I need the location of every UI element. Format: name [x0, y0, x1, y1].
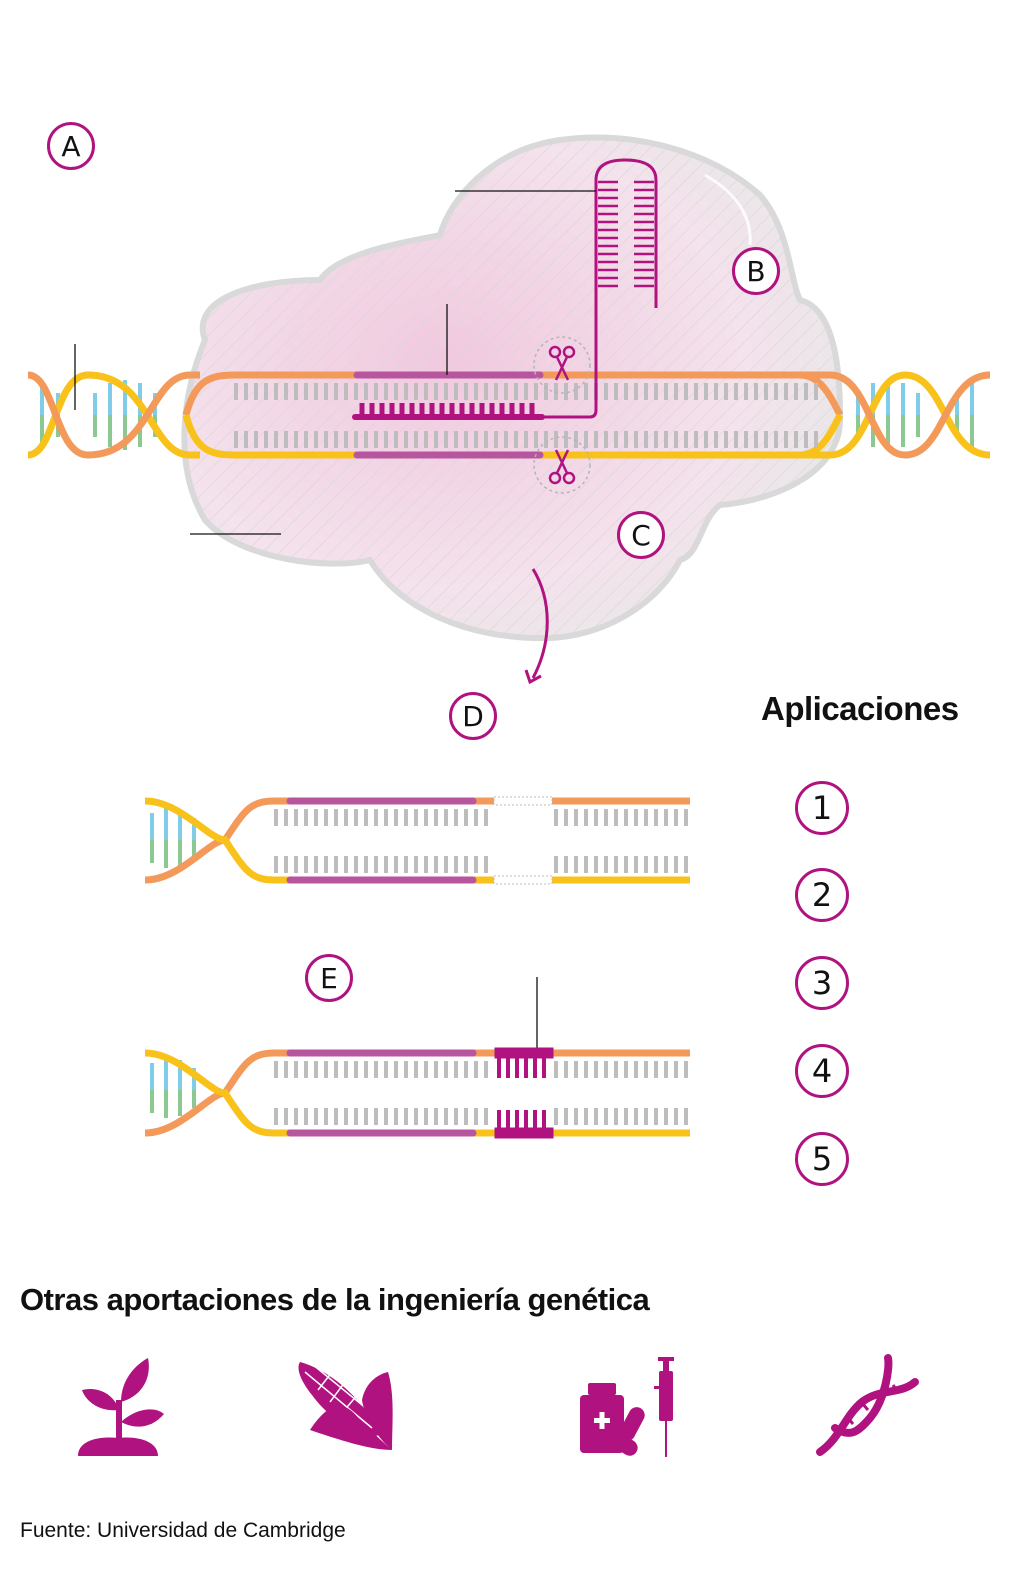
inserted-sequence: [494, 1127, 554, 1139]
label-c: C: [617, 511, 665, 559]
leader-lines: [74, 190, 596, 1052]
label-d: D: [449, 692, 497, 740]
other-contributions-title: Otras aportaciones de la ingeniería gené…: [20, 1282, 650, 1317]
cas9-protein: [181, 134, 844, 642]
scissors-icon: [533, 336, 591, 394]
label-e: E: [305, 954, 353, 1002]
applications-title: Aplicaciones: [761, 690, 959, 727]
opened-dna: [182, 371, 844, 459]
application-2: 2: [795, 868, 849, 922]
plant-icon: [78, 1358, 164, 1456]
medicine-icon: [580, 1357, 674, 1457]
source-text: Fuente: Universidad de Cambridge: [20, 1519, 346, 1542]
application-4: 4: [795, 1044, 849, 1098]
dna-helix-right: [800, 371, 991, 459]
dna-repair-deletion: [144, 796, 690, 885]
corn-icon: [298, 1362, 393, 1450]
application-5: 5: [795, 1132, 849, 1186]
guide-rna: [352, 158, 658, 420]
label-a: A: [47, 122, 95, 170]
arrow-icon: [524, 568, 549, 685]
scissors-icon: [533, 436, 591, 494]
label-b: B: [732, 247, 780, 295]
dna-helix-left: [27, 371, 200, 459]
inserted-sequence: [494, 1047, 554, 1059]
application-1: 1: [795, 781, 849, 835]
dna-icon: [816, 1354, 919, 1456]
dna-repair-insertion: [144, 1047, 690, 1139]
application-3: 3: [795, 956, 849, 1010]
